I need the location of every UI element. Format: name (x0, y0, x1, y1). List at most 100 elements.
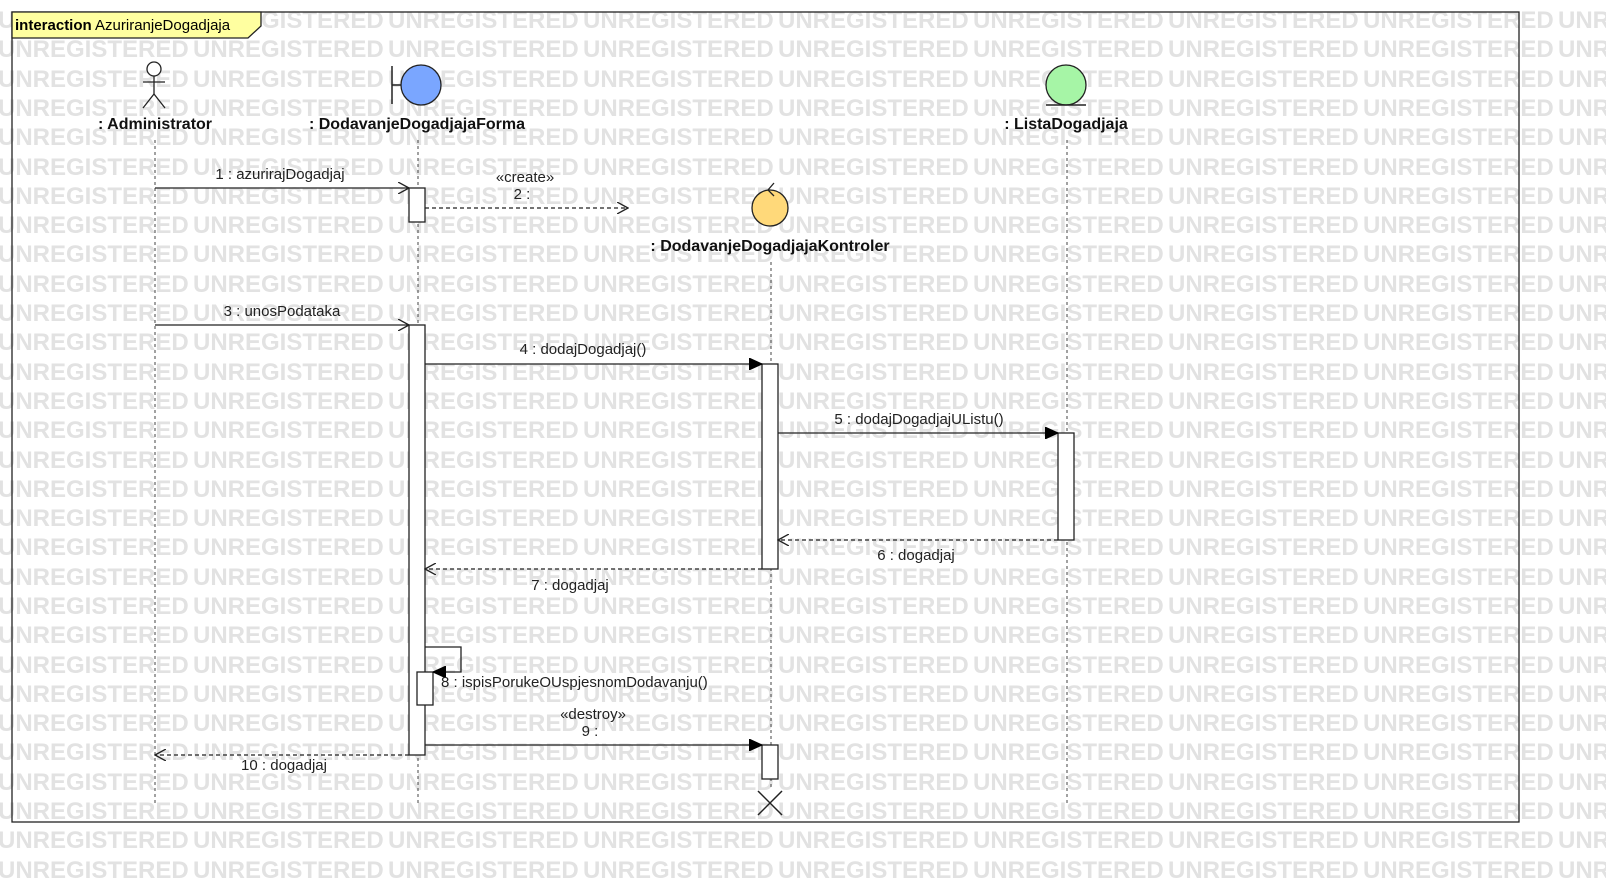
watermark-text: UNREGISTERED (1363, 329, 1554, 356)
watermark-text: UNREGISTERED (973, 36, 1164, 63)
watermark-text: UNREGISTERED (1363, 271, 1554, 298)
watermark-text: UNREGISTERED (0, 827, 189, 854)
watermark-text: UNREGISTERED (193, 681, 384, 708)
watermark-text: UNREGISTERED (1558, 388, 1606, 415)
watermark-text: UNREGISTERED (1558, 359, 1606, 386)
watermark-text: UNREGISTERED (778, 359, 969, 386)
watermark-text: UNREGISTERED (193, 769, 384, 796)
watermark-text: UNREGISTERED (1363, 739, 1554, 766)
watermark-text: UNREGISTERED (193, 212, 384, 239)
watermark-text: UNREGISTERED (778, 739, 969, 766)
watermark-text: UNREGISTERED (1168, 769, 1359, 796)
watermark-text: UNREGISTERED (973, 564, 1164, 591)
watermark-text: UNREGISTERED (1558, 447, 1606, 474)
message-7-label: 7 : dogadjaj (531, 577, 609, 594)
watermark-text: UNREGISTERED (583, 857, 774, 884)
actor-icon (142, 61, 166, 109)
watermark-text: UNREGISTERED (1558, 7, 1606, 34)
watermark-text: UNREGISTERED (778, 681, 969, 708)
watermark-text: UNREGISTERED (1558, 124, 1606, 151)
message-5-label: 5 : dodajDogadjajUListu() (834, 411, 1003, 428)
watermark-text: UNREGISTERED (973, 593, 1164, 620)
watermark-text: UNREGISTERED (778, 241, 969, 268)
control-icon (751, 182, 789, 227)
message-9-stereotype: «destroy» (560, 706, 626, 723)
watermark-text: UNREGISTERED (1168, 476, 1359, 503)
watermark-text: UNREGISTERED (1168, 183, 1359, 210)
watermark-text: UNREGISTERED (1363, 95, 1554, 122)
watermark-text: UNREGISTERED (0, 534, 189, 561)
watermark-text: UNREGISTERED (388, 300, 579, 327)
activation-forma-2 (408, 324, 426, 756)
lifeline-label-administrator: : Administrator (98, 116, 212, 133)
watermark-text: UNREGISTERED (0, 329, 189, 356)
watermark-text: UNREGISTERED (583, 154, 774, 181)
watermark-text: UNREGISTERED (778, 300, 969, 327)
activation-kontroler-1 (761, 363, 779, 570)
watermark-text: UNREGISTERED (1558, 681, 1606, 708)
watermark-text: UNREGISTERED (778, 622, 969, 649)
watermark-text: UNREGISTERED (388, 769, 579, 796)
watermark-text: UNREGISTERED (193, 534, 384, 561)
watermark-text: UNREGISTERED (1363, 564, 1554, 591)
watermark-text: UNREGISTERED (388, 154, 579, 181)
watermark-text: UNREGISTERED (0, 95, 189, 122)
watermark-text: UNREGISTERED (1168, 154, 1359, 181)
watermark-text: UNREGISTERED (1168, 417, 1359, 444)
watermark-text: UNREGISTERED (583, 769, 774, 796)
watermark-text: UNREGISTERED (583, 124, 774, 151)
watermark-text: UNREGISTERED (778, 798, 969, 825)
watermark-text: UNREGISTERED (778, 564, 969, 591)
watermark-text: UNREGISTERED (193, 388, 384, 415)
watermark-text: UNREGISTERED (1558, 154, 1606, 181)
watermark-text: UNREGISTERED (583, 36, 774, 63)
watermark-text: UNREGISTERED (193, 798, 384, 825)
watermark-text: UNREGISTERED (1363, 417, 1554, 444)
watermark-text: UNREGISTERED (1363, 798, 1554, 825)
watermark-text: UNREGISTERED (973, 241, 1164, 268)
watermark-text: UNREGISTERED (193, 154, 384, 181)
watermark-text: UNREGISTERED (778, 95, 969, 122)
watermark-text: UNREGISTERED (1363, 622, 1554, 649)
watermark-text: UNREGISTERED (0, 710, 189, 737)
watermark-text: UNREGISTERED (973, 300, 1164, 327)
watermark-text: UNREGISTERED (778, 124, 969, 151)
watermark-text: UNREGISTERED (0, 857, 189, 884)
watermark-text: UNREGISTERED (0, 476, 189, 503)
watermark-text: UNREGISTERED (1363, 593, 1554, 620)
watermark-text: UNREGISTERED (973, 769, 1164, 796)
watermark-text: UNREGISTERED (193, 183, 384, 210)
watermark-text: UNREGISTERED (0, 739, 189, 766)
watermark-text: UNREGISTERED (193, 66, 384, 93)
watermark-text: UNREGISTERED (1168, 329, 1359, 356)
message-1-label: 1 : azurirajDogadjaj (215, 166, 344, 183)
watermark-text: UNREGISTERED (1363, 154, 1554, 181)
entity-icon (1045, 64, 1087, 106)
watermark-text: UNREGISTERED (1558, 476, 1606, 503)
watermark-text: UNREGISTERED (193, 271, 384, 298)
watermark-text: UNREGISTERED (973, 388, 1164, 415)
watermark-text: UNREGISTERED (1558, 857, 1606, 884)
destroy-x-icon (757, 790, 783, 816)
watermark-text: UNREGISTERED (1558, 95, 1606, 122)
watermark-text: UNREGISTERED (1363, 66, 1554, 93)
watermark-text: UNREGISTERED (1558, 212, 1606, 239)
message-8-arrow (425, 646, 462, 672)
watermark-text: UNREGISTERED (973, 652, 1164, 679)
watermark-text: UNREGISTERED (1558, 564, 1606, 591)
watermark-text: UNREGISTERED (1558, 329, 1606, 356)
watermark-text: UNREGISTERED (193, 476, 384, 503)
watermark-text: UNREGISTERED (0, 154, 189, 181)
watermark-text: UNREGISTERED (778, 212, 969, 239)
watermark-text: UNREGISTERED (1558, 505, 1606, 532)
watermark-text: UNREGISTERED (1558, 652, 1606, 679)
watermark-text: UNREGISTERED (1168, 798, 1359, 825)
watermark-text: UNREGISTERED (1168, 300, 1359, 327)
message-9-label: 9 : (582, 723, 599, 740)
watermark-text: UNREGISTERED (583, 798, 774, 825)
watermark-text: UNREGISTERED (778, 417, 969, 444)
watermark-text: UNREGISTERED (388, 7, 579, 34)
watermark-text: UNREGISTERED (1168, 681, 1359, 708)
watermark-text: UNREGISTERED (1363, 652, 1554, 679)
